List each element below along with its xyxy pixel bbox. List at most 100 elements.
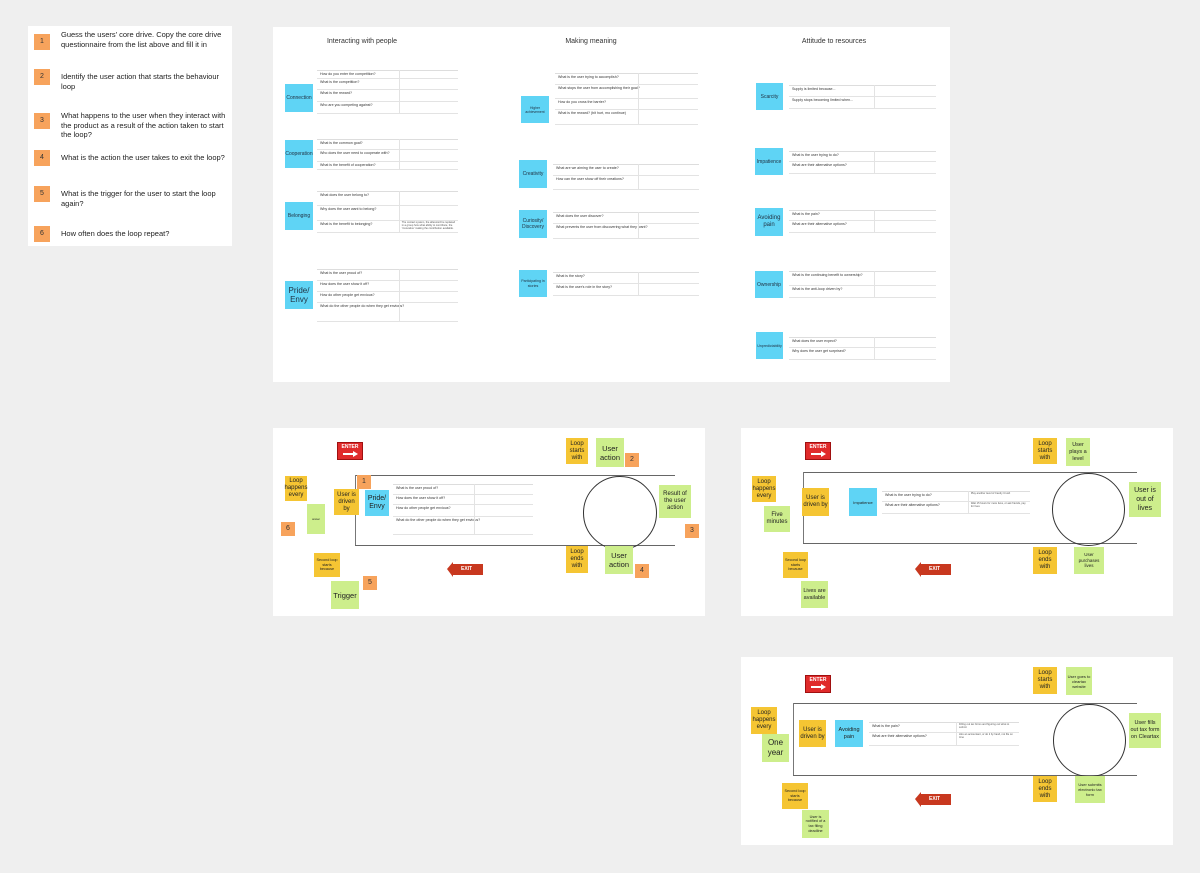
- drive-tile: Pride/ Envy: [285, 281, 313, 309]
- question-row: What is the user trying to do?: [789, 151, 936, 162]
- question-row: What is the pain?Filling out tax forms a…: [869, 722, 1019, 733]
- sticky-frequency-answer: answer: [307, 504, 325, 534]
- drive-questions: What is the user trying to do? What are …: [789, 151, 936, 174]
- question-row: How do other people get envious?: [393, 504, 533, 517]
- sticky-loop-starts: Loop starts with: [566, 438, 588, 464]
- sticky-loop-frequency: Loop happens every: [284, 476, 308, 501]
- column-heading: Making meaning: [565, 38, 617, 45]
- step-text-3: What happens to the user when they inter…: [61, 111, 226, 139]
- drive-questions: What is the continuing benefit to owners…: [789, 271, 936, 298]
- column-heading: Interacting with people: [326, 38, 398, 45]
- question-row: What do the other people do when they ge…: [317, 302, 458, 322]
- loop-example-impatience: ENTER EXIT Loop happens every Five minut…: [741, 428, 1173, 616]
- question-row: How does the user show it off?: [393, 494, 533, 505]
- drive-questions: What does the user expect? Why does the …: [789, 337, 936, 360]
- step-text-6: How often does the loop repeat?: [61, 229, 170, 238]
- sticky-result: Result of the user action: [659, 485, 691, 518]
- loop-circle: [1052, 473, 1125, 546]
- question-row: What is the story?: [553, 272, 699, 284]
- drive-tile: Unpredictability: [756, 332, 783, 359]
- sticky-user-action: User goes to cleartax website: [1066, 667, 1092, 695]
- exit-sign: EXIT: [447, 562, 483, 577]
- sticky-exit-action: User action: [605, 546, 633, 574]
- question-row: What is the benefit to belonging?The con…: [317, 220, 458, 233]
- drive-questions: What is the user trying to accomplish? W…: [555, 73, 698, 125]
- sticky-result: User is out of lives: [1129, 482, 1161, 517]
- question-row: What are we aiming the user to create?: [553, 164, 699, 176]
- question-row: What does the user belong to?: [317, 191, 458, 206]
- sticky-exit-action: User purchases lives: [1074, 547, 1104, 574]
- loop-circle: [1053, 704, 1126, 777]
- question-row: Who does the user need to cooperate with…: [317, 149, 458, 162]
- sticky-trigger: User is notified of a tax filing deadlin…: [802, 810, 829, 838]
- drive-questions: What is the pain?Filling out tax forms a…: [869, 722, 1019, 746]
- step-text-4: What is the action the user takes to exi…: [61, 153, 225, 162]
- drive-tile: Connection: [285, 84, 313, 112]
- enter-sign: ENTER: [805, 442, 831, 460]
- sticky-user-driven: User is driven by: [334, 489, 359, 515]
- question-row: What is the user's role in the story?: [553, 283, 699, 296]
- sticky-second-loop: Second loop starts because: [782, 783, 808, 809]
- question-row: What prevents the user from discovering …: [553, 223, 699, 239]
- sticky-trigger: Lives are available: [801, 581, 828, 608]
- question-row: What are their alternative options?Wait …: [882, 501, 1030, 514]
- step-badge-4: 4: [635, 564, 649, 578]
- loop-top-line: [793, 703, 1137, 704]
- drive-tile: Higher achievement: [521, 96, 549, 123]
- drive-questions: What is the pain? What are their alterna…: [789, 210, 936, 233]
- question-row: Who are you competing against?: [317, 101, 458, 114]
- question-row: What does the user expect?: [789, 337, 936, 348]
- question-row: How can the user show off their creation…: [553, 175, 699, 190]
- sticky-user-action: User action: [596, 438, 624, 467]
- drive-questions: How do you enter the competition? What i…: [317, 70, 458, 114]
- question-row: What is the common goal?: [317, 139, 458, 150]
- step-badge-6: 6: [34, 226, 50, 242]
- loop-bottom-line: [793, 775, 1137, 776]
- loop-top-line: [355, 475, 675, 476]
- question-row: How do you enter the competition?: [317, 70, 458, 79]
- question-row: How does the user show it off?: [317, 280, 458, 292]
- step-badge-3: 3: [34, 113, 50, 129]
- drive-tile: Cooperation: [285, 140, 313, 168]
- question-row: What are their alternative options?: [789, 220, 936, 233]
- question-row: What is the user proud of?: [317, 269, 458, 281]
- sticky-trigger: Trigger: [331, 581, 359, 609]
- question-row: What are their alternative options?: [789, 161, 936, 174]
- column-heading: Attitude to resources: [801, 38, 867, 45]
- drive-tile: Belonging: [285, 202, 313, 230]
- question-row: What is the user proud of?: [393, 484, 533, 495]
- loop-circle: [583, 476, 657, 550]
- enter-sign: ENTER: [805, 675, 831, 693]
- question-row: How do other people get envious?: [317, 291, 458, 303]
- step-badge-5: 5: [363, 576, 377, 590]
- question-row: What is the user trying to do?Play anoth…: [882, 491, 1030, 502]
- sticky-second-loop: Second loop starts because: [783, 552, 808, 578]
- sticky-loop-ends: Loop ends with: [1033, 776, 1057, 802]
- question-row: What is the pain?: [789, 210, 936, 221]
- sticky-exit-action: User submits electronic tax form: [1075, 776, 1105, 803]
- question-row: What is the continuing benefit to owners…: [789, 271, 936, 286]
- drive-questions: What is the user proud of? How does the …: [393, 484, 533, 535]
- exit-sign: EXIT: [915, 562, 951, 577]
- drive-tile: Avoiding pain: [835, 720, 863, 747]
- question-row: What is the user trying to accomplish?: [555, 73, 698, 85]
- drive-questions: What is the story? What is the user's ro…: [553, 272, 699, 296]
- drive-tile: Ownership: [755, 271, 783, 298]
- question-row: What is the reward?: [317, 89, 458, 102]
- question-row: How do you cross the barrier?: [555, 98, 698, 110]
- question-row: What are their alternative options?Hire …: [869, 732, 1019, 746]
- drive-questions: What is the user trying to do?Play anoth…: [882, 491, 1030, 514]
- loop-bottom-line: [355, 545, 675, 546]
- loop-example-avoiding-pain: ENTER EXIT Loop happens every One year U…: [741, 657, 1173, 845]
- question-row: Supply is limited because...: [789, 85, 936, 97]
- question-row: Why does the user want to belong?: [317, 205, 458, 221]
- step-badge-2: 2: [34, 69, 50, 85]
- drive-tile: Impatience: [755, 148, 783, 175]
- instructions-card: 1 Guess the users' core drive. Copy the …: [28, 26, 232, 246]
- step-badge-1: 1: [357, 475, 371, 489]
- question-row: What stops the user from accomplishing t…: [555, 84, 698, 99]
- sticky-loop-ends: Loop ends with: [1033, 547, 1057, 574]
- question-row: What does the user discover?: [553, 212, 699, 224]
- step-badge-4: 4: [34, 150, 50, 166]
- drive-tile: Curiosity/ Discovery: [519, 210, 547, 238]
